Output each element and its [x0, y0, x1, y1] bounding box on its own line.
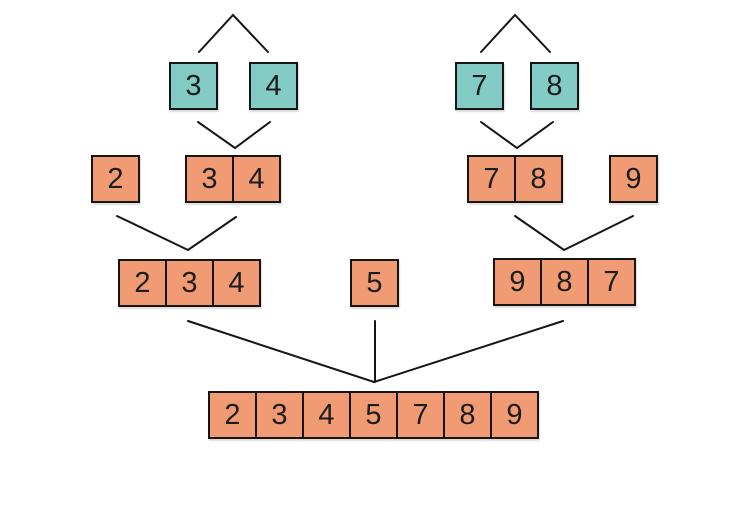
array-cell: 9 [490, 391, 539, 439]
array-cell: 5 [350, 259, 399, 307]
array-cell: 9 [493, 258, 542, 306]
array-cell: 5 [349, 391, 398, 439]
array-cell: 8 [443, 391, 492, 439]
array-cell: 4 [302, 391, 351, 439]
array-cell: 8 [540, 258, 589, 306]
array-cell: 9 [609, 155, 658, 203]
array-cell: 7 [587, 258, 636, 306]
array-group-single-2: 2 [91, 155, 140, 203]
array-cell: 3 [165, 259, 214, 307]
array-group-right-leaf-7: 7 [455, 62, 504, 110]
funnel-line-left [187, 320, 375, 383]
array-cell: 4 [212, 259, 261, 307]
array-cell: 3 [169, 62, 218, 110]
array-cell: 8 [530, 62, 579, 110]
merge-v-right-row1 [480, 121, 554, 150]
split-peak-left [198, 13, 269, 53]
array-cell: 7 [396, 391, 445, 439]
array-cell: 2 [91, 155, 140, 203]
merge-v-left-row2 [116, 215, 237, 252]
array-cell: 3 [185, 155, 234, 203]
array-cell: 2 [118, 259, 167, 307]
array-cell: 7 [455, 62, 504, 110]
array-group-left-leaf-4: 4 [249, 62, 298, 110]
array-group-single-9: 9 [609, 155, 658, 203]
funnel-line-right [373, 320, 564, 383]
array-cell: 3 [255, 391, 304, 439]
array-group-right-leaf-8: 8 [530, 62, 579, 110]
split-peak-right [480, 13, 551, 53]
merge-v-left-row1 [197, 121, 271, 150]
array-cell: 4 [249, 62, 298, 110]
array-cell: 8 [514, 155, 563, 203]
array-group-left-leaf-3: 3 [169, 62, 218, 110]
array-cell: 4 [232, 155, 281, 203]
array-group-single-5: 5 [350, 259, 399, 307]
array-cell: 7 [467, 155, 516, 203]
array-cell: 2 [208, 391, 257, 439]
merge-v-right-row2 [514, 215, 634, 252]
